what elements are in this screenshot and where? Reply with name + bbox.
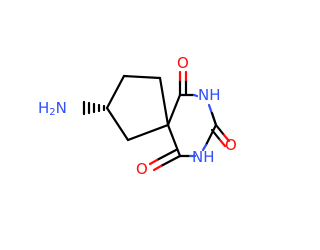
bond-o-right-seg bbox=[222, 133, 231, 143]
bond-c10-o-bottom-2 bbox=[155, 148, 178, 162]
molecule-structure: H2N O NH O NH O bbox=[38, 54, 237, 178]
bond-c10-spiro bbox=[166, 123, 182, 158]
bond-c1-c2 bbox=[105, 74, 126, 110]
bond-c3-spiro bbox=[158, 76, 170, 127]
bond-c7-n1-n bbox=[192, 93, 199, 98]
bond-o-bottom-seg-2 bbox=[148, 158, 159, 166]
bond-c9-n2 bbox=[204, 123, 218, 147]
atom-nh-bottom: NH bbox=[192, 148, 215, 166]
stereo-hash-bond bbox=[82, 100, 106, 116]
bond-c9-o-right-2 bbox=[210, 128, 222, 142]
bond-c9-n2-n bbox=[201, 143, 208, 152]
bond-c9-o-right bbox=[214, 123, 226, 137]
atom-nh-top: NH bbox=[198, 86, 221, 104]
atom-o-right: O bbox=[225, 136, 237, 154]
atom-nh2-sub: 2 bbox=[49, 107, 55, 118]
bond-o-right-seg-2 bbox=[218, 138, 227, 148]
atom-nh2-h: H bbox=[38, 99, 49, 117]
bond-c10-o-bottom bbox=[159, 154, 182, 168]
atom-o-bottom: O bbox=[136, 160, 148, 178]
bond-c5-c1 bbox=[105, 106, 130, 142]
bond-n1-c9-c bbox=[210, 111, 218, 127]
bond-spiro-c7 bbox=[166, 93, 182, 127]
atom-nh2: H2N bbox=[38, 99, 67, 118]
bond-c2-c3 bbox=[122, 74, 162, 80]
atom-nh2-n: N bbox=[56, 99, 67, 117]
bond-spiro-c5 bbox=[126, 123, 170, 142]
atom-o-top: O bbox=[177, 54, 189, 72]
bond-o-bottom-seg bbox=[152, 164, 163, 172]
